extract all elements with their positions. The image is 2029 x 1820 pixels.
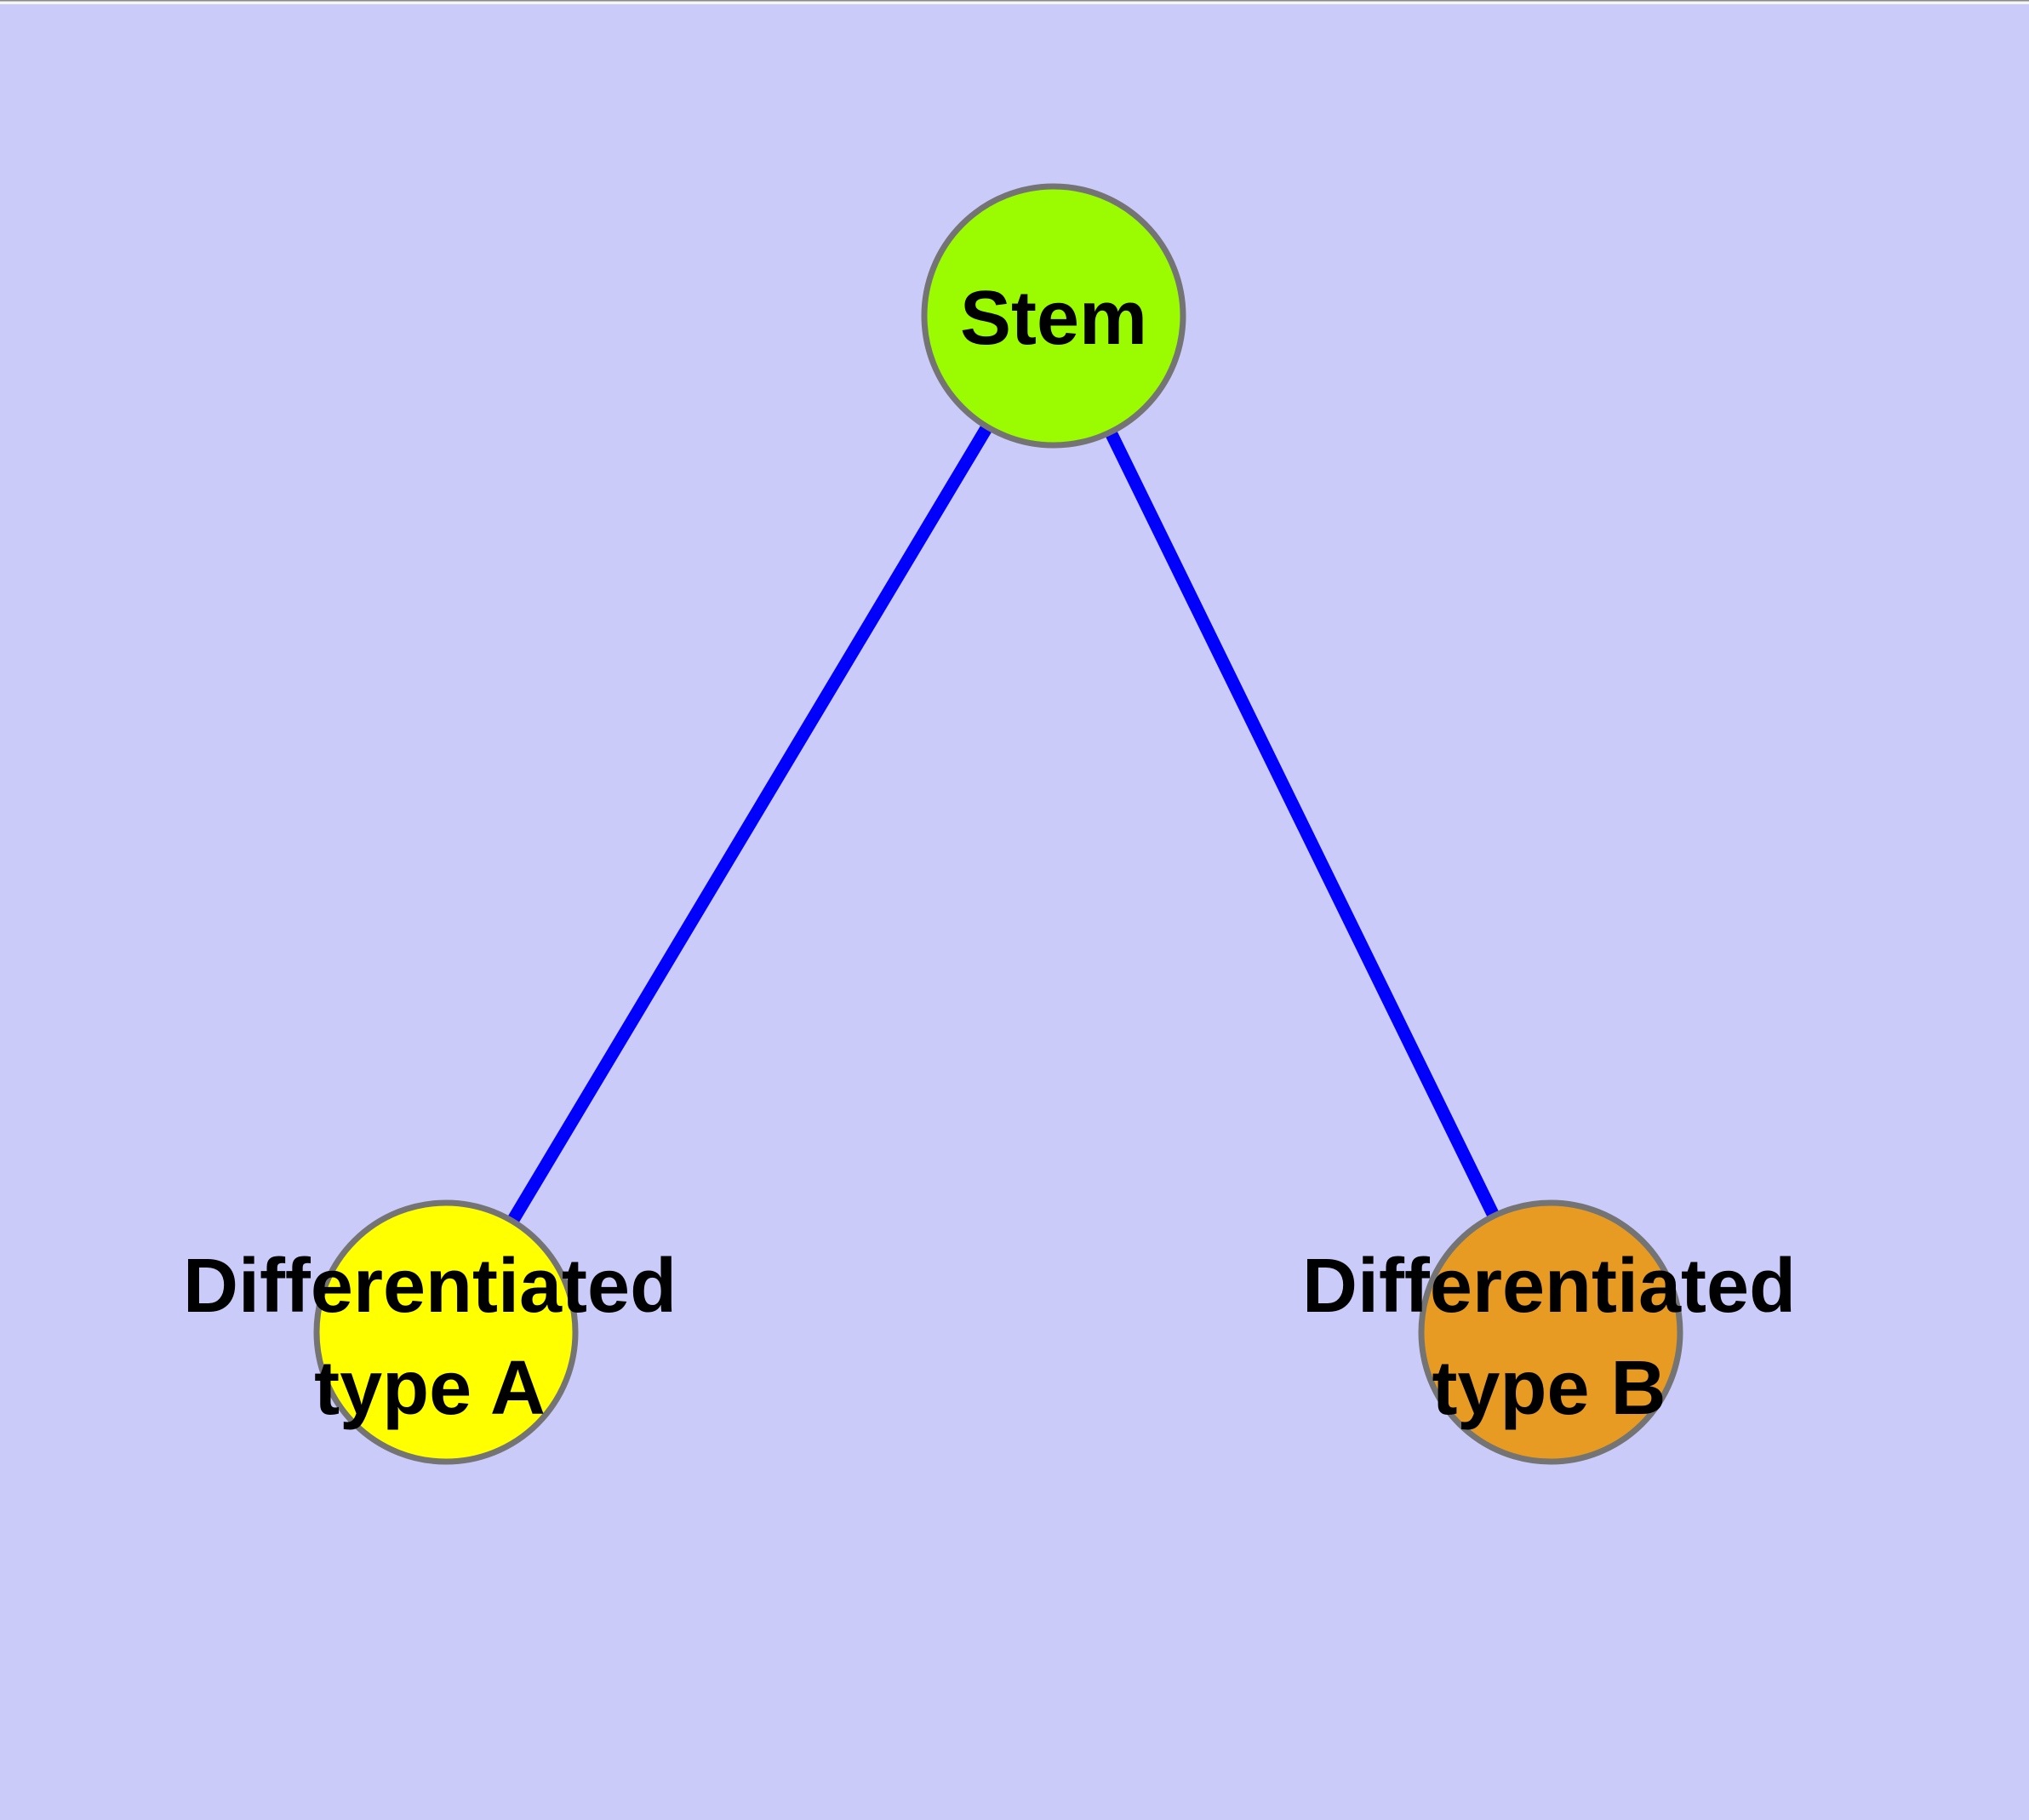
stem-node — [921, 183, 1186, 449]
edge-stem-to-type-a — [440, 312, 1060, 1336]
differentiated-type-b-node — [1418, 1199, 1683, 1465]
differentiated-type-a-node — [313, 1199, 579, 1465]
window-top-line — [0, 0, 2029, 2]
edge-stem-to-type-b — [1048, 312, 1557, 1336]
window-top-strip — [0, 1, 2029, 4]
